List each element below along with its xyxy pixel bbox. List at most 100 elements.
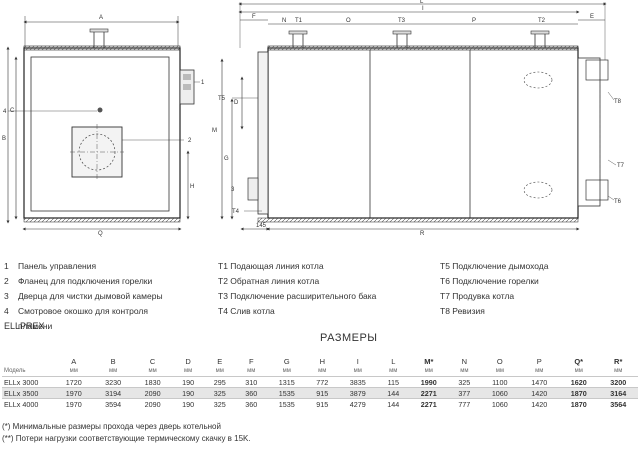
legend-item: T4 Слив котла: [218, 306, 275, 316]
footnote-2: (**) Потери нагрузки соответствующие тер…: [2, 434, 251, 443]
table-cell: 1470: [519, 376, 559, 388]
table-cell: 1535: [267, 387, 307, 399]
table-cell: 1620: [559, 376, 599, 388]
table-cell: 2090: [132, 387, 173, 399]
dim-I-label: I: [422, 6, 424, 12]
table-cell: 1970: [54, 387, 94, 399]
front-view: A B C Q H 4: [2, 15, 205, 237]
table-cell: 1970: [54, 398, 94, 409]
footnote-1: (*) Минимальные размеры прохода через дв…: [2, 422, 221, 431]
table-cell: 190: [172, 398, 204, 409]
table-cell: 772: [306, 376, 339, 388]
dim-B-label: B: [2, 136, 6, 142]
header-cell: G: [283, 356, 290, 366]
table-cell: 3594: [93, 398, 133, 409]
header-cell: H: [319, 356, 325, 366]
table-cell: 3164: [598, 387, 638, 399]
model-cell: ELLx 3500: [2, 387, 54, 399]
unit-cell: мм: [282, 368, 291, 374]
table-cell: 2090: [132, 398, 173, 409]
label-T8: T8: [614, 99, 622, 105]
unit-cell: мм: [389, 368, 398, 374]
legend-item: T2 Обратная линия котла: [218, 276, 320, 286]
header-cell: O: [496, 356, 503, 366]
header-cell: P: [536, 356, 542, 366]
table-title: РАЗМЕРЫ: [320, 332, 378, 344]
dim-E-label: E: [590, 14, 594, 20]
dim-H-label: H: [190, 184, 194, 190]
header-cell: F: [248, 356, 254, 366]
label-T7: T7: [617, 163, 625, 169]
header-cell: Q*: [574, 356, 584, 366]
header-cell: D: [185, 356, 191, 366]
model-label: Модель: [4, 368, 26, 374]
table-cell: 325: [448, 376, 481, 388]
table-cell: 1060: [480, 387, 520, 399]
header-cell: A: [71, 356, 77, 366]
unit-cell: мм: [215, 368, 224, 374]
dim-L-label: L: [420, 0, 424, 5]
unit-cell: мм: [495, 368, 504, 374]
table-cell: 190: [172, 387, 204, 399]
unit-cell: мм: [247, 368, 256, 374]
table-cell: 3230: [93, 376, 133, 388]
table-cell: 1830: [132, 376, 173, 388]
legend-item: T6 Подключение горелки: [440, 276, 539, 286]
legend-item: T1 Подающая линия котла: [218, 261, 324, 271]
marker-4: 4: [3, 109, 7, 115]
dim-M-label: M: [212, 128, 217, 134]
dim-T2-label: T2: [538, 18, 546, 24]
header-cell: B: [110, 356, 116, 366]
dim-A-label: A: [99, 15, 103, 21]
dim-Q-label: Q: [98, 231, 103, 237]
unit-cell: мм: [184, 368, 193, 374]
brand-label: ELLPREX: [4, 321, 45, 331]
legend-connections-2: T5 Подключение дымохода T6 Подключение г…: [440, 259, 548, 319]
header-cell: I: [356, 356, 359, 366]
table-cell: 4279: [338, 398, 378, 409]
table-cell: 295: [203, 376, 236, 388]
table-cell: 1535: [267, 398, 307, 409]
table-cell: 777: [448, 398, 481, 409]
side-view: L I F E N O P T1 T3 T2: [212, 0, 625, 237]
table-cell: 3200: [598, 376, 638, 388]
unit-cell: мм: [69, 368, 78, 374]
table-cell: 1060: [480, 398, 520, 409]
table-cell: 360: [235, 387, 268, 399]
table-cell: 115: [377, 376, 410, 388]
table-cell: 915: [306, 387, 339, 399]
dim-R-label: R: [420, 231, 425, 237]
table-cell: 1100: [480, 376, 520, 388]
label-T4: T4: [232, 209, 240, 215]
unit-cell: мм: [318, 368, 327, 374]
marker-2: 2: [188, 138, 192, 144]
table-cell: 360: [235, 398, 268, 409]
dim-O-label: O: [346, 18, 351, 24]
table-cell: 190: [172, 376, 204, 388]
legend-item: пламени: [18, 321, 53, 331]
table-cell: 1720: [54, 376, 94, 388]
dim-T1-label: T1: [295, 18, 303, 24]
table-cell: 915: [306, 398, 339, 409]
table-cell: 3564: [598, 398, 638, 409]
table-cell: 325: [203, 398, 236, 409]
marker-3: 3: [231, 187, 235, 193]
header-cell: M*: [424, 356, 434, 366]
legend-item: T7 Продувка котла: [440, 291, 515, 301]
unit-cell: мм: [535, 368, 544, 374]
technical-drawing: A B C Q H 4: [2, 0, 625, 237]
header-cell: [2, 356, 54, 366]
table-cell: 1870: [559, 387, 599, 399]
dim-N-label: N: [282, 18, 286, 24]
table-cell: 1420: [519, 387, 559, 399]
dim-G-label: G: [224, 156, 229, 162]
table-cell: 1870: [559, 398, 599, 409]
unit-cell: мм: [109, 368, 118, 374]
legend-item: T8 Ревизия: [440, 306, 485, 316]
